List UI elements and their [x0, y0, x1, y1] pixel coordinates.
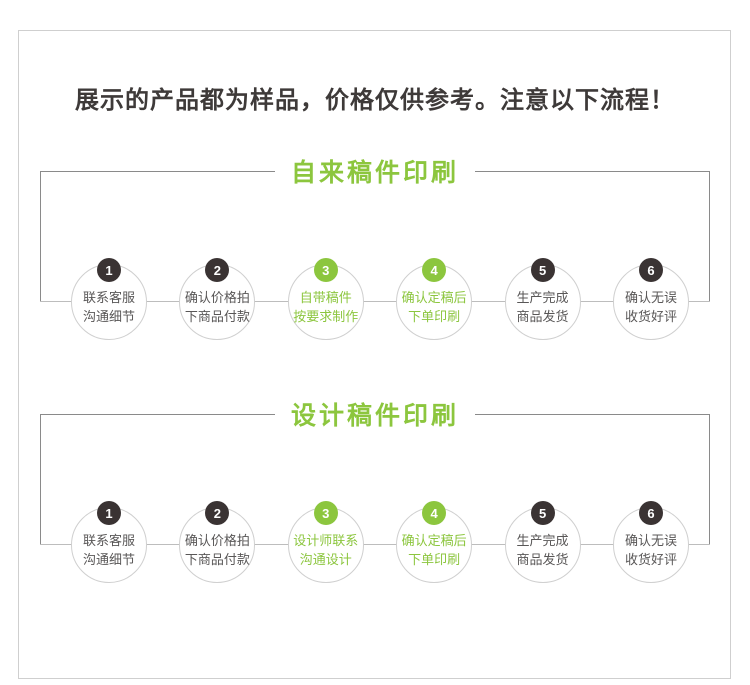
step-label-line1: 确认无误 [624, 290, 677, 305]
step-number-badge: 2 [205, 258, 230, 282]
bracket-line-left [40, 414, 41, 545]
step-label-line2: 按要求制作 [293, 309, 359, 324]
step-circle-3: 3 自带稿件 按要求制作 [287, 258, 364, 340]
step-circle-6: 6 确认无误 收货好评 [612, 258, 689, 340]
step-label-line2: 下单印刷 [408, 552, 461, 567]
step-circle-1: 1 联系客服 沟通细节 [71, 258, 147, 340]
step-label-line1: 设计师联系 [293, 533, 359, 548]
step-label-line2: 沟通细节 [82, 309, 135, 324]
bracket-line-left [40, 171, 41, 302]
step-label-line1: 确认价格拍 [184, 533, 250, 548]
step-label-line2: 商品发货 [516, 552, 569, 567]
step-label-line1: 确认无误 [624, 533, 677, 548]
step-label-line2: 沟通细节 [82, 552, 135, 567]
step-circle-1: 1 联系客服 沟通细节 [71, 501, 147, 583]
flow-designed-manuscript: 设计稿件印刷 1 联系客服 沟通细节 2 确认价格拍 下商品付款 3 设计师联系… [0, 398, 750, 588]
connector-line [40, 301, 710, 302]
step-number-badge: 3 [313, 501, 338, 525]
step-circle-4: 4 确认定稿后 下单印刷 [396, 258, 473, 340]
flow-title: 自来稿件印刷 [291, 159, 460, 187]
step-label-line2: 收货好评 [624, 552, 677, 567]
step-label-line2: 收货好评 [624, 309, 677, 324]
bracket-line-right [709, 171, 710, 302]
step-circle-2: 2 确认价格拍 下商品付款 [179, 258, 256, 340]
bracket-line-right [709, 414, 710, 545]
step-number-badge: 4 [422, 501, 447, 525]
step-label-line2: 商品发货 [516, 309, 569, 324]
flow-title: 设计稿件印刷 [291, 402, 460, 430]
step-label-line1: 确认价格拍 [184, 290, 250, 305]
step-label-line1: 联系客服 [82, 533, 135, 548]
step-number-badge: 4 [422, 258, 447, 282]
steps-row: 1 联系客服 沟通细节 2 确认价格拍 下商品付款 3 自带稿件 按要求制作 4… [71, 258, 689, 340]
steps-row: 1 联系客服 沟通细节 2 确认价格拍 下商品付款 3 设计师联系 沟通设计 4… [71, 501, 689, 583]
flow-title-row: 自来稿件印刷 [40, 155, 711, 187]
flow-self-manuscript: 自来稿件印刷 1 联系客服 沟通细节 2 确认价格拍 下商品付款 3 自带稿件 … [0, 155, 750, 345]
step-number-badge: 3 [313, 258, 338, 282]
step-number-badge: 2 [205, 501, 230, 525]
step-number-badge: 1 [97, 501, 121, 525]
step-label-line1: 联系客服 [82, 290, 135, 305]
step-label-line1: 确认定稿后 [401, 290, 467, 305]
step-circle-5: 5 生产完成 商品发货 [504, 258, 581, 340]
step-label-line1: 自带稿件 [299, 290, 352, 305]
title-rule-left [40, 170, 275, 172]
flow-title-row: 设计稿件印刷 [40, 398, 711, 430]
step-circle-5: 5 生产完成 商品发货 [504, 501, 581, 583]
step-label-line1: 确认定稿后 [401, 533, 467, 548]
title-rule-left [40, 413, 275, 415]
connector-line [40, 544, 710, 545]
step-circle-2: 2 确认价格拍 下商品付款 [179, 501, 256, 583]
step-label-line2: 沟通设计 [299, 552, 352, 567]
step-number-badge: 5 [530, 501, 555, 525]
title-rule-right [475, 413, 711, 415]
step-number-badge: 6 [638, 501, 663, 525]
step-label-line2: 下商品付款 [184, 552, 250, 567]
step-circle-4: 4 确认定稿后 下单印刷 [396, 501, 473, 583]
step-circle-6: 6 确认无误 收货好评 [612, 501, 689, 583]
title-rule-right [475, 170, 711, 172]
step-label-line1: 生产完成 [516, 533, 569, 548]
headline: 展示的产品都为样品，价格仅供参考。注意以下流程！ [75, 87, 675, 114]
step-number-badge: 5 [530, 258, 555, 282]
step-number-badge: 6 [638, 258, 663, 282]
step-circle-3: 3 设计师联系 沟通设计 [287, 501, 364, 583]
step-label-line1: 生产完成 [516, 290, 569, 305]
step-label-line2: 下单印刷 [408, 309, 461, 324]
step-label-line2: 下商品付款 [184, 309, 250, 324]
step-number-badge: 1 [97, 258, 121, 282]
